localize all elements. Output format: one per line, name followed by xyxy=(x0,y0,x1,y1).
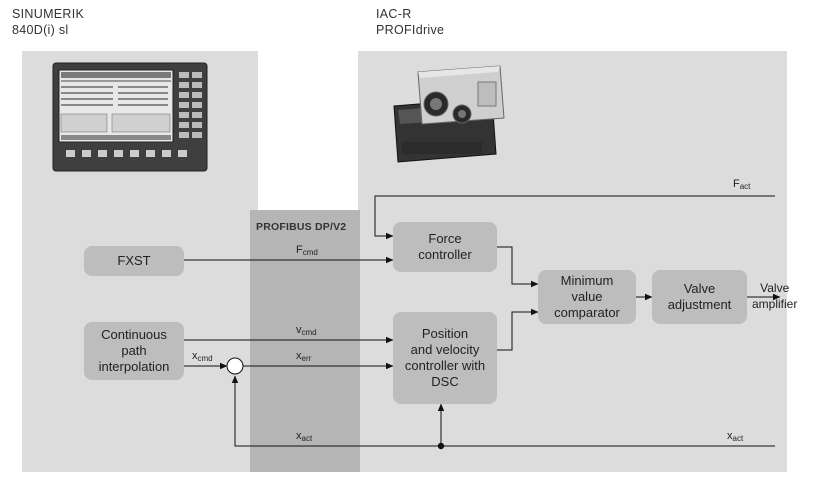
f-act-label: Fact xyxy=(733,178,750,191)
x-cmd-symbol: x xyxy=(192,350,198,362)
valve-amplifier-line1: Valve xyxy=(760,281,790,295)
f-cmd-subscript: cmd xyxy=(302,248,318,257)
fxst-label: FXST xyxy=(117,253,151,268)
profibus-label: PROFIBUS DP/V2 xyxy=(256,221,347,233)
sinumerik-header: SINUMERIK 840D(i) sl xyxy=(12,6,84,38)
f-cmd-symbol: F xyxy=(296,244,303,256)
f-cmd-label: Fcmd xyxy=(296,244,318,257)
interp-label-line2: path xyxy=(121,343,147,358)
summing-node xyxy=(226,357,244,375)
x-err-label: xerr xyxy=(296,350,311,363)
x-act-right-subscript: act xyxy=(732,434,744,443)
force-label-line1: Force xyxy=(428,231,462,246)
branch-dot xyxy=(437,442,445,450)
pos-label-line4: DSC xyxy=(431,374,459,389)
iac-header-line2: PROFIdrive xyxy=(376,23,445,37)
f-act-subscript: act xyxy=(739,182,751,191)
x-act-right-symbol: x xyxy=(727,430,733,442)
force-controller-block: Force controller xyxy=(393,222,497,272)
force-label-line2: controller xyxy=(418,247,472,262)
iac-header: IAC-R PROFIdrive xyxy=(376,6,444,38)
v-cmd-symbol: v xyxy=(296,324,302,336)
force-to-min-line xyxy=(497,246,539,288)
valve-adjustment-block: Valve adjustment xyxy=(652,270,747,324)
profibus-panel xyxy=(250,210,360,472)
v-cmd-subscript: cmd xyxy=(301,328,317,337)
valve-amplifier-label: Valve amplifier xyxy=(752,281,797,311)
min-label-line1: Minimum xyxy=(560,273,614,288)
valve-image xyxy=(393,65,505,163)
v-cmd-label: vcmd xyxy=(296,324,317,337)
pos-label-line3: controller with xyxy=(404,358,486,373)
min-label-line3: comparator xyxy=(554,305,620,320)
x-act-left-label: xact xyxy=(296,430,312,443)
x-err-symbol: x xyxy=(296,350,302,362)
x-act-left-symbol: x xyxy=(296,430,302,442)
minimum-comparator-block: Minimum value comparator xyxy=(538,270,636,324)
x-act-right-label: xact xyxy=(727,430,743,443)
valve-label-line1: Valve xyxy=(683,281,716,296)
iac-header-line1: IAC-R xyxy=(376,7,412,21)
pos-label-line1: Position xyxy=(421,326,469,341)
cnc-controller-image xyxy=(52,62,208,172)
interpolation-block: Continuous path interpolation xyxy=(84,322,184,380)
pos-to-min-line xyxy=(497,308,539,351)
fxst-block: FXST xyxy=(84,246,184,276)
x-act-line xyxy=(231,375,775,447)
sinumerik-header-line2: 840D(i) sl xyxy=(12,23,69,37)
f-act-symbol: F xyxy=(733,178,740,190)
interp-label-line3: interpolation xyxy=(98,359,170,374)
sinumerik-header-line1: SINUMERIK xyxy=(12,7,85,21)
pos-label-line2: and velocity xyxy=(410,342,480,357)
valve-amplifier-line2: amplifier xyxy=(752,297,798,311)
x-cmd-label: xcmd xyxy=(192,350,213,363)
x-act-left-subscript: act xyxy=(301,434,313,443)
f-act-line xyxy=(374,195,775,240)
x-err-subscript: err xyxy=(301,354,312,363)
interp-label-line1: Continuous xyxy=(101,327,167,342)
valve-label-line2: adjustment xyxy=(667,297,732,312)
min-label-line2: value xyxy=(571,289,603,304)
x-cmd-subscript: cmd xyxy=(197,354,213,363)
position-controller-block: Position and velocity controller with DS… xyxy=(393,312,497,404)
